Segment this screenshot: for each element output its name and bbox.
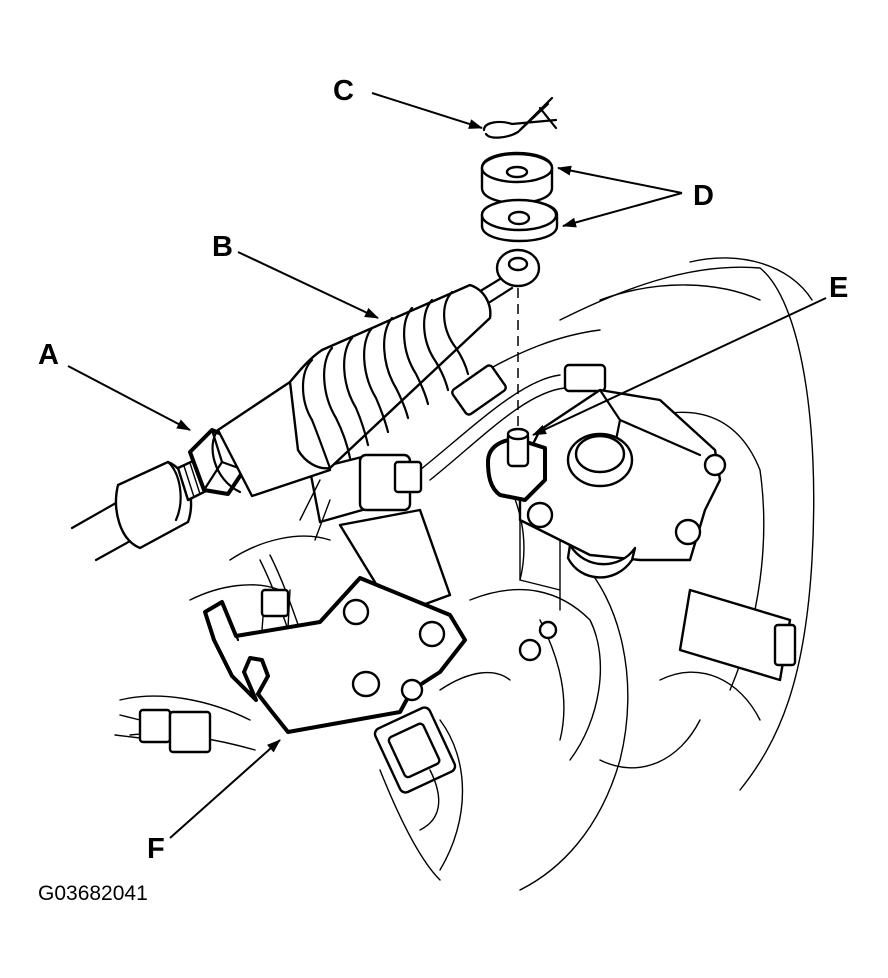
figure-id: G03682041: [38, 882, 148, 905]
switch-wiring: [419, 363, 607, 481]
washers: [480, 151, 559, 243]
label-a: A: [38, 339, 59, 371]
label-d: D: [693, 180, 714, 212]
sensor-connector-bottom: [373, 671, 511, 831]
wiring-harness-left: [114, 554, 311, 754]
label-b: B: [212, 231, 233, 263]
label-c: C: [333, 75, 354, 107]
control-lever-assembly: [486, 388, 727, 662]
cable-bracket: [203, 576, 467, 734]
shift-cable: [70, 248, 541, 562]
cotter-pin: [482, 96, 558, 139]
control-shaft-pin: [506, 427, 530, 468]
callout-leaders: [67, 92, 827, 839]
label-f: F: [147, 833, 165, 865]
label-e: E: [829, 272, 848, 304]
side-sensor: [678, 588, 797, 682]
